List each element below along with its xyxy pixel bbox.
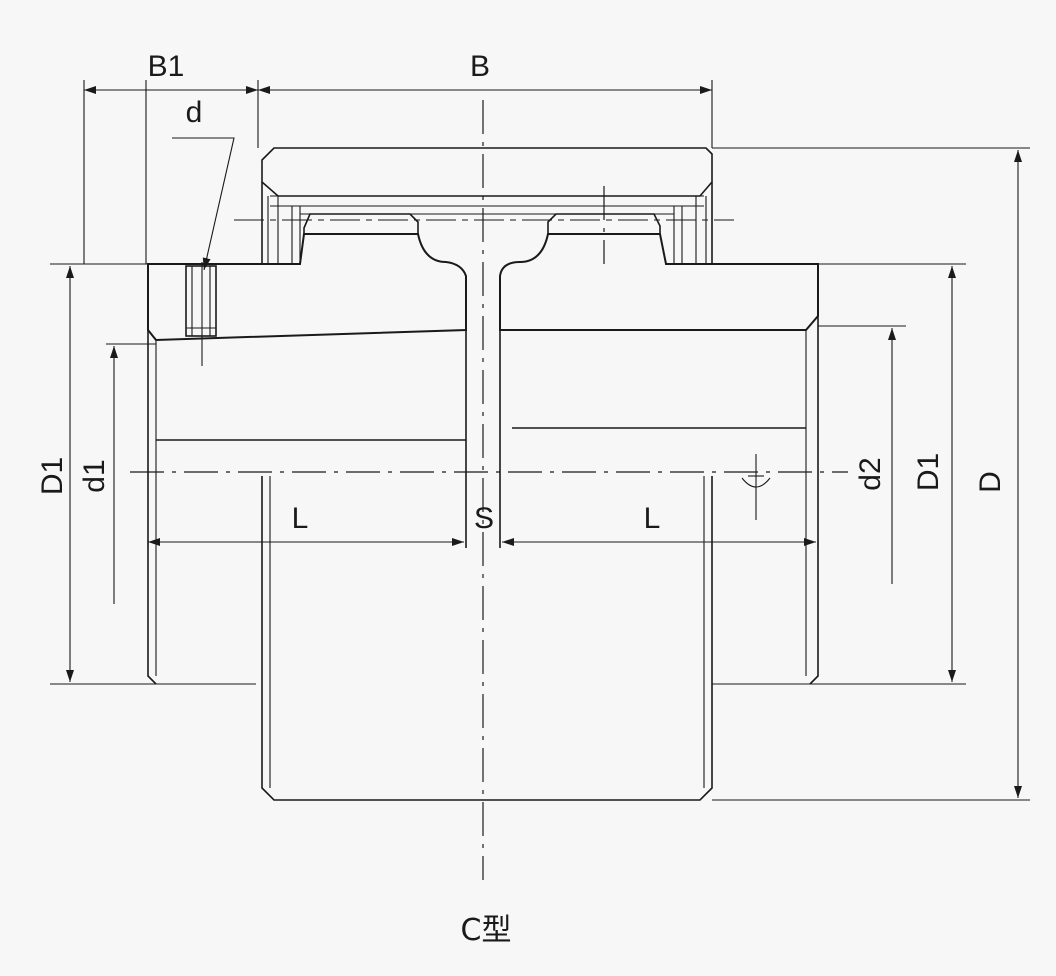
label-d1-small: d1: [78, 459, 111, 492]
dimension-lines: [66, 86, 1022, 798]
hub-bores: [147, 316, 819, 685]
leader-d: [172, 137, 235, 271]
label-l-left: L: [292, 502, 309, 535]
right-hub: [499, 233, 819, 331]
left-hub: [147, 233, 467, 342]
center-lines: [130, 100, 848, 880]
sleeve-inner-teeth: [234, 195, 734, 264]
surface-finish-symbol: [741, 454, 771, 520]
dimension-labels: B1 B d D1 d1 L S L d2 D1 D: [36, 50, 1007, 535]
label-d: d: [186, 96, 203, 129]
label-d2: d2: [854, 457, 887, 490]
label-l-right: L: [644, 502, 661, 535]
label-b: B: [470, 50, 490, 83]
set-screw: [185, 265, 217, 337]
label-s: S: [474, 502, 494, 535]
lower-sleeve: [261, 476, 713, 801]
hub-tooth-crowns: [303, 213, 661, 235]
drawing-caption: C型: [461, 913, 512, 948]
label-d1-right: D1: [912, 453, 945, 491]
label-d1-left: D1: [36, 457, 69, 495]
label-b1: B1: [148, 50, 185, 83]
label-d-outer: D: [974, 471, 1007, 493]
